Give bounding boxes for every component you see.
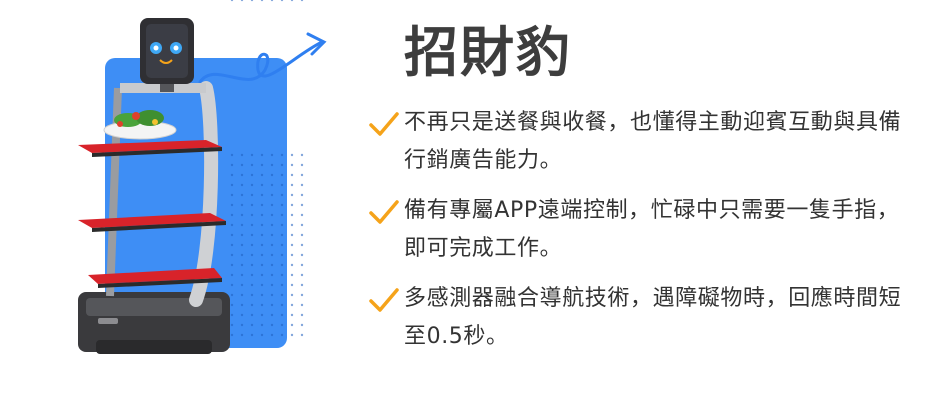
page-title: 招財豹	[404, 21, 572, 84]
tray-middle	[78, 213, 226, 232]
list-item: 備有專屬APP遠端控制，忙碌中只需要一隻手指，即可完成工作。	[368, 192, 908, 268]
feature-text: 多感測器融合導航技術，遇障礙物時，回應時間短至0.5秒。	[404, 286, 902, 349]
salad-bowl	[103, 110, 177, 140]
tray-bottom	[88, 268, 222, 288]
check-icon	[369, 112, 399, 136]
robot-head	[140, 18, 194, 92]
check-icon	[369, 200, 399, 224]
list-item: 不再只是送餐與收餐，也懂得主動迎賓互動與具備行銷廣告能力。	[368, 104, 908, 180]
feature-text: 不再只是送餐與收餐，也懂得主動迎賓互動與具備行銷廣告能力。	[404, 110, 902, 173]
dot-pattern	[230, 0, 304, 337]
tray-top	[78, 140, 222, 157]
feature-list: 不再只是送餐與收餐，也懂得主動迎賓互動與具備行銷廣告能力。 備有專屬APP遠端控…	[368, 104, 908, 368]
feature-text: 備有專屬APP遠端控制，忙碌中只需要一隻手指，即可完成工作。	[404, 198, 900, 261]
robot-base	[78, 292, 230, 354]
list-item: 多感測器融合導航技術，遇障礙物時，回應時間短至0.5秒。	[368, 280, 908, 356]
robot-illustration	[78, 0, 327, 354]
curved-arrow-icon	[198, 32, 327, 84]
check-icon	[369, 288, 399, 312]
